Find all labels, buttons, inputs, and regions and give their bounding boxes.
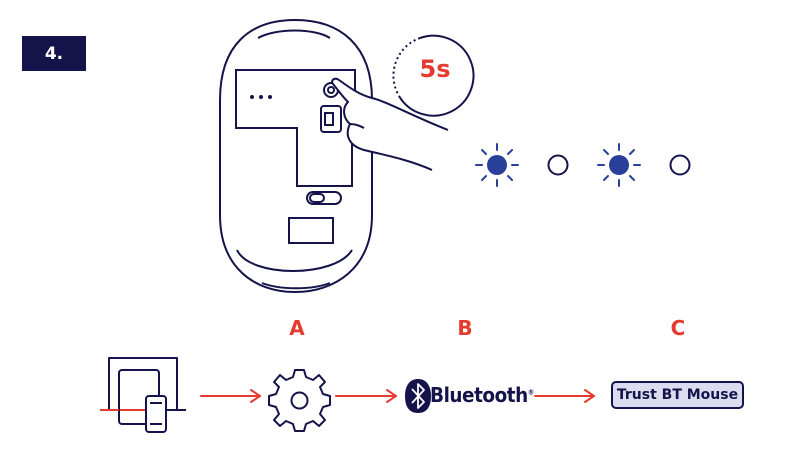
- trust-bt-mouse-device-button[interactable]: Trust BT Mouse: [611, 381, 744, 409]
- hand-illustration: [331, 77, 449, 171]
- step-letter-c: C: [670, 316, 686, 340]
- timer-5s-icon: [392, 34, 475, 117]
- bluetooth-wordmark: Bluetooth®: [430, 383, 534, 407]
- settings-gear-icon: [268, 369, 331, 432]
- led-on-1: [475, 143, 519, 187]
- flow-arrows: [200, 389, 595, 403]
- led-off-1: [547, 154, 569, 176]
- bluetooth-label: Bluetooth: [430, 383, 528, 407]
- led-on-2: [597, 143, 641, 187]
- step-letter-b: B: [457, 316, 473, 340]
- registered-mark: ®: [527, 388, 534, 397]
- timer-label: 5s: [419, 55, 451, 83]
- bluetooth-icon: [405, 379, 431, 413]
- mouse-underside: [219, 18, 373, 294]
- devices-icon: [100, 357, 186, 433]
- led-off-2: [669, 154, 691, 176]
- step-number-badge: 4.: [22, 36, 86, 71]
- step-letter-a: A: [289, 316, 305, 340]
- mouse-dots: [250, 95, 272, 99]
